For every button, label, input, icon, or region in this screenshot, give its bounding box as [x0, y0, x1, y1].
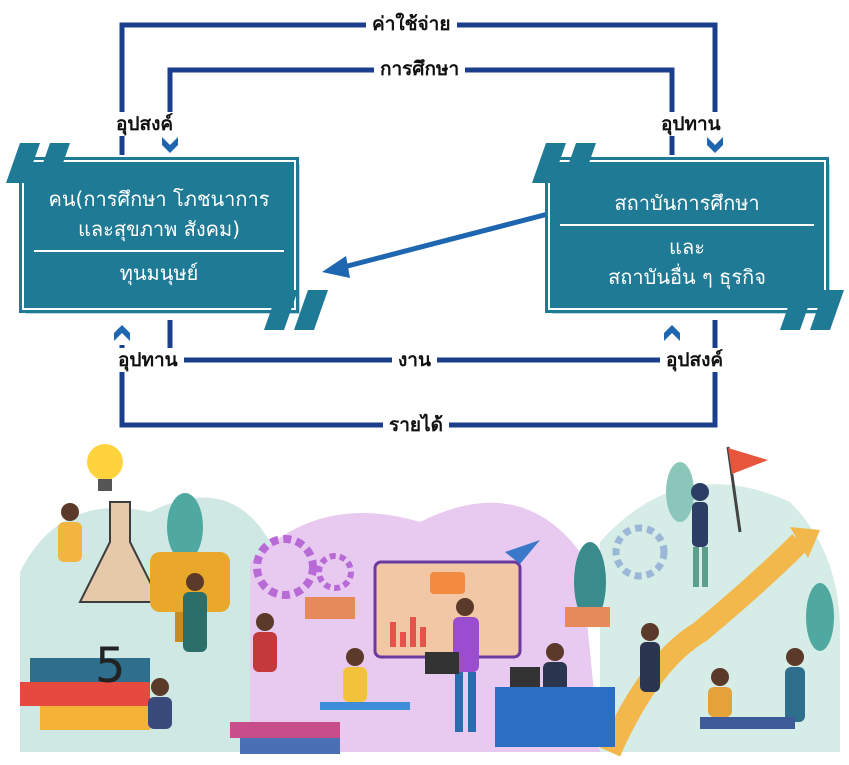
- chevron-down-icon: [162, 137, 178, 153]
- institutions-title: สถาบันการศึกษา: [614, 191, 760, 215]
- label-demand-left: อุปสงค์: [110, 112, 180, 136]
- tree: [666, 462, 694, 522]
- person: [148, 678, 172, 729]
- person: [691, 483, 709, 587]
- chevron-up-icon: [114, 325, 130, 341]
- chevron-up-icon: [664, 325, 680, 341]
- person: [343, 648, 367, 702]
- book: [30, 658, 150, 682]
- person: [253, 613, 277, 672]
- label-supply-left: อุปทาน: [112, 348, 184, 372]
- box-divider: [34, 250, 284, 252]
- quote-mark-icon: [532, 143, 596, 183]
- person: [785, 648, 805, 722]
- label-work: งาน: [392, 348, 437, 372]
- chevron-down-icon: [707, 137, 723, 153]
- book: [40, 706, 150, 730]
- quote-mark-icon: [6, 143, 70, 183]
- book: [240, 738, 340, 754]
- human-capital-title: ทุนมนุษย์: [119, 261, 199, 285]
- laptop-icon: [425, 652, 459, 674]
- desk: [320, 702, 410, 710]
- arrow-line: [339, 211, 549, 271]
- growth-arrow: [599, 534, 808, 757]
- human-capital-line2: และสุขภาพ สังคม): [77, 217, 241, 241]
- arrow-head-icon: [322, 256, 350, 278]
- laptop-icon: [510, 667, 540, 687]
- person: [58, 503, 82, 562]
- flag-pole: [726, 446, 742, 533]
- flag-icon: [728, 448, 768, 474]
- shelf: [565, 607, 610, 627]
- paper-plane-icon: [505, 540, 540, 564]
- person: [708, 668, 732, 717]
- book: [20, 682, 150, 706]
- person: [640, 623, 660, 692]
- gear-icon: [253, 535, 317, 599]
- person: [453, 598, 479, 732]
- growth-arrow-head: [790, 527, 820, 558]
- person: [183, 573, 207, 652]
- tree: [574, 542, 606, 622]
- quote-mark-icon: [780, 290, 844, 330]
- box-divider: [560, 224, 814, 226]
- label-supply-right: อุปทาน: [655, 112, 727, 136]
- label-education: การศึกษา: [374, 57, 466, 81]
- desk: [495, 687, 615, 747]
- gear-icon: [612, 524, 668, 580]
- institutions-box: สถาบันการศึกษา และ สถาบันอื่น ๆ ธุรกิจ: [545, 157, 829, 313]
- number-five: 5: [95, 638, 126, 694]
- label-demand-right: อุปสงค์: [660, 348, 730, 372]
- person: [543, 643, 567, 692]
- gear-icon: [316, 553, 354, 591]
- human-capital-box: คน(การศึกษา โภชนาการ และสุขภาพ สังคม) ทุ…: [19, 157, 299, 313]
- quote-mark-icon: [264, 290, 328, 330]
- label-expenses: ค่าใช้จ่าย: [366, 12, 457, 36]
- expenses-flow-line: [119, 22, 718, 155]
- tree: [167, 493, 203, 561]
- lightbulb-icon: [87, 444, 123, 480]
- bench: [700, 717, 795, 729]
- shelf: [305, 597, 355, 619]
- institutions-line3: สถาบันอื่น ๆ ธุรกิจ: [608, 265, 766, 289]
- label-income: รายได้: [383, 413, 449, 437]
- lightbulb-base: [98, 479, 112, 491]
- human-capital-line1: คน(การศึกษา โภชนาการ: [48, 187, 270, 211]
- tree: [806, 583, 834, 651]
- education-illustration: 5: [20, 444, 840, 757]
- institutions-line2: และ: [669, 235, 705, 259]
- book: [230, 722, 340, 738]
